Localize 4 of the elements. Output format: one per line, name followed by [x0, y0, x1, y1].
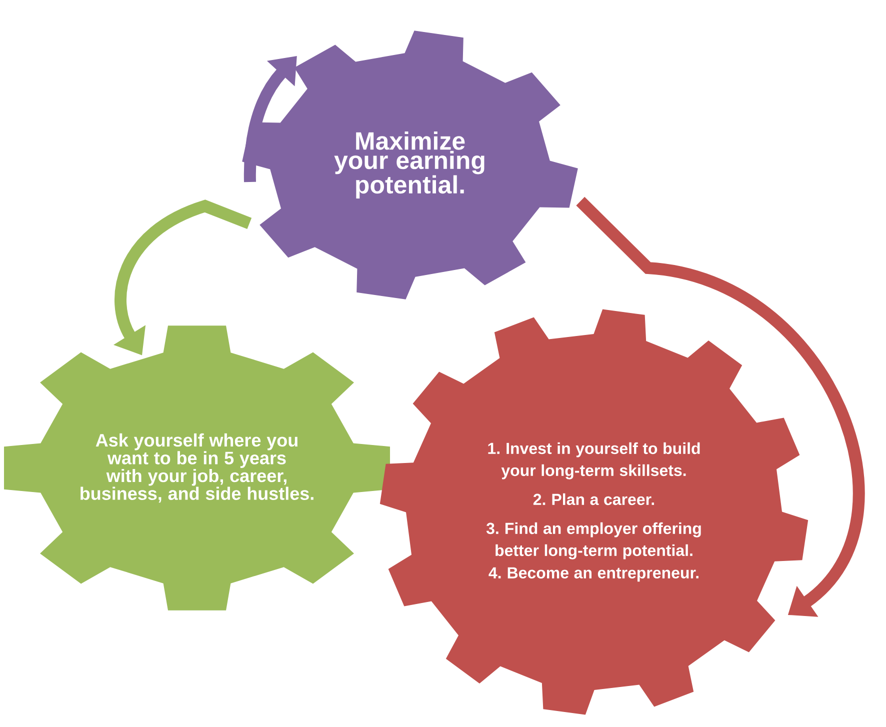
curved-arrow [576, 196, 864, 617]
gear: Maximize your earning potential. [242, 30, 578, 300]
gear: 1. Invest in yourself to build your long-term skillsets. 2. Plan a career. 3. Find an employer offering better long-term potential. 4. Become an entrepreneur. [380, 309, 808, 715]
gear: Ask yourself where you want to be in 5 years with your job, career, business, and side hustles. [4, 326, 390, 610]
